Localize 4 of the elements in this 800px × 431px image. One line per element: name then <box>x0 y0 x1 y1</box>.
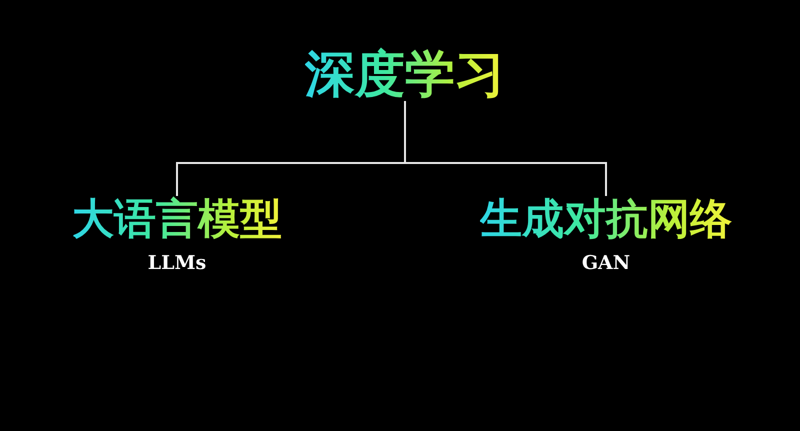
branch-subtitle: GAN <box>582 252 630 274</box>
branch-subtitle: LLMs <box>148 252 206 274</box>
branch-heading: 生成对抗网络 <box>480 196 732 242</box>
connector-line <box>404 101 607 196</box>
